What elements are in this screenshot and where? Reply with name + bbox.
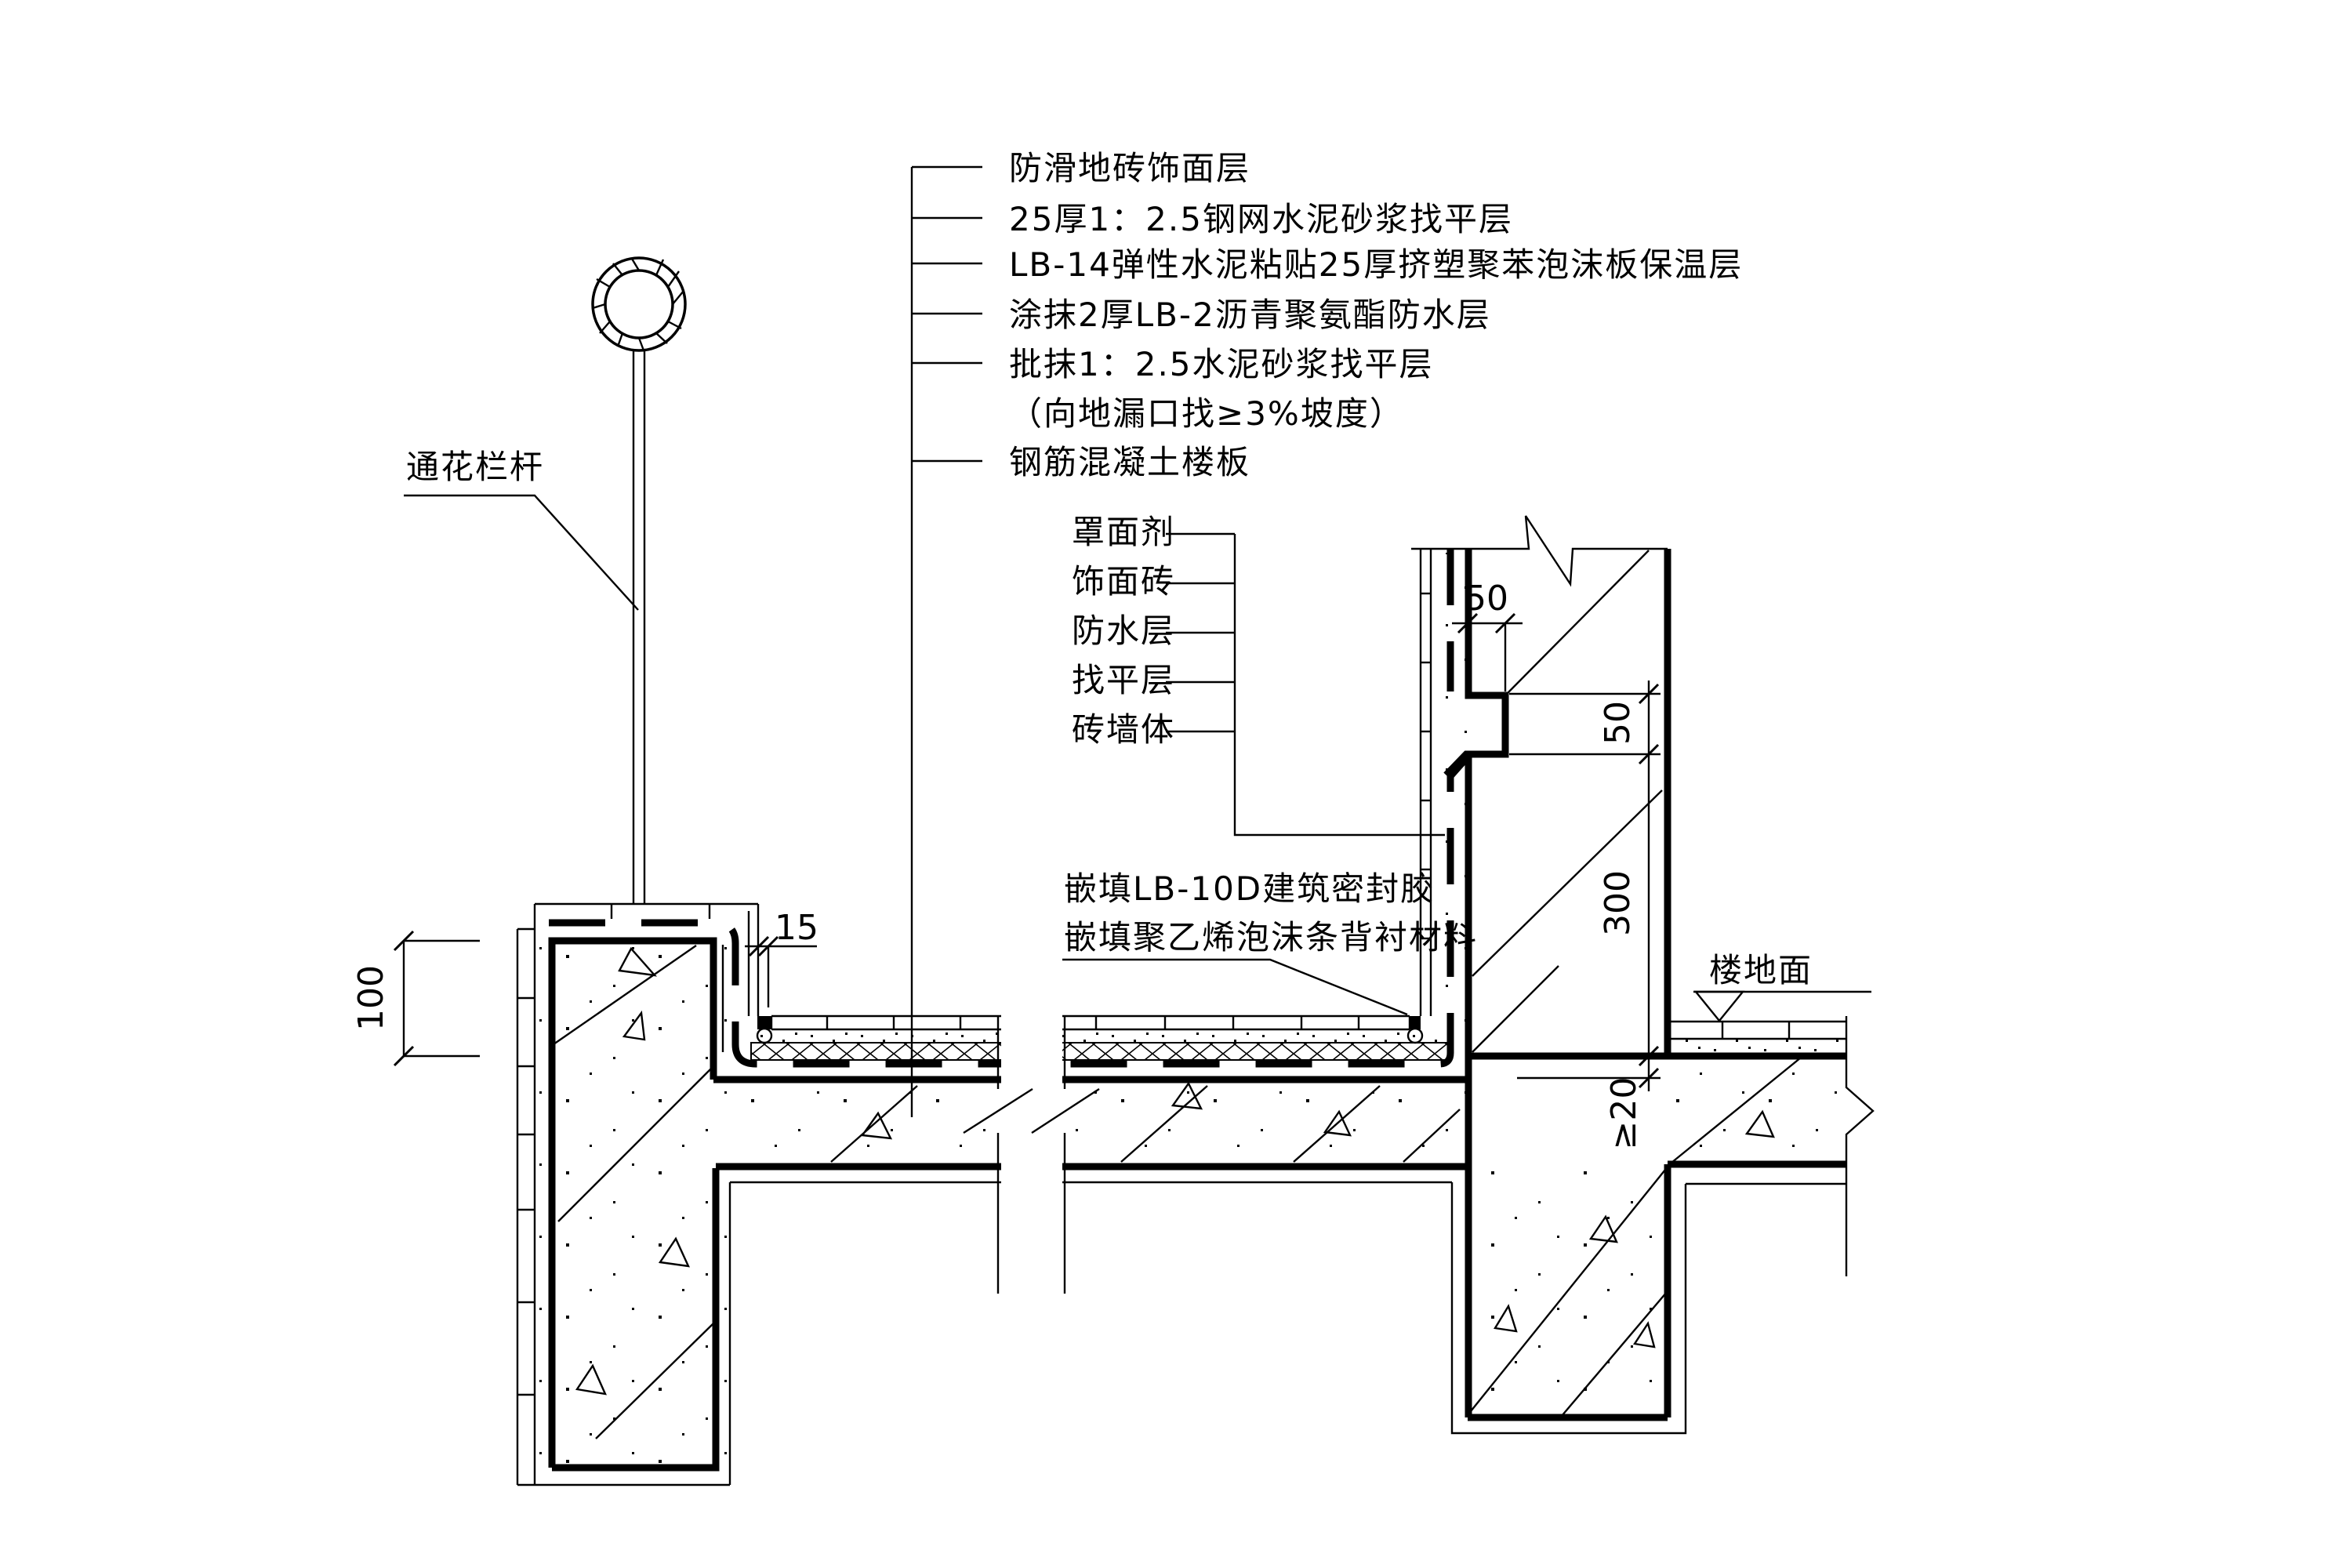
parapet-hatch-diagonals <box>553 945 714 1439</box>
callout-screed-mesh: 25厚1：2.5钢网水泥砂浆找平层 <box>1009 200 1513 238</box>
railing-label: 通花栏杆 <box>406 448 544 486</box>
balcony-floor-assembly <box>549 549 1471 1184</box>
railing-callout-leader <box>404 494 639 611</box>
dim-50-depth-label: 50 <box>1465 579 1508 619</box>
indoor-mortar-texture <box>1669 1040 1845 1054</box>
callout-leveling: 批抹1：2.5水泥砂浆找平层 <box>1009 345 1434 383</box>
sealant-bead-right <box>1410 1016 1421 1029</box>
wall-finish-layers <box>1419 549 1432 1016</box>
callout-waterproofing: 涂抹2厚LB-2沥青聚氨酯防水层 <box>1009 296 1491 334</box>
indoor-slab-texture <box>1670 1060 1844 1160</box>
floor-tile-band <box>770 1014 1411 1031</box>
beam-structural-outline <box>1468 1164 1671 1421</box>
callout-brick-wall: 砖墙体 <box>1072 710 1175 749</box>
indoor-slab-break <box>1845 1016 1875 1276</box>
dim-joint-gap: 15 <box>745 908 818 1007</box>
backer-rod-right <box>1406 1027 1424 1044</box>
level-symbol-triangle <box>1693 990 1745 1022</box>
downstand-beam <box>1450 1164 1687 1435</box>
parapet-aggregate-triangles <box>575 946 691 1396</box>
brick-veneer-strip <box>516 904 536 1485</box>
curb-cap-outline <box>535 902 760 1052</box>
slab-double-break <box>963 1016 1100 1294</box>
sealant-joint-left <box>756 1016 773 1044</box>
callout-railing: 通花栏杆 <box>404 448 639 611</box>
callout-sealant: 嵌填LB-10D建筑密封胶 <box>1064 869 1435 908</box>
callout-rc-slab: 钢筋混凝土楼板 <box>1009 443 1250 481</box>
parapet-structural-outline <box>548 937 720 1472</box>
right-wall <box>1411 515 1671 1417</box>
slab-concrete-texture <box>717 1084 1466 1163</box>
beam-aggregate-triangles <box>1494 1214 1656 1348</box>
indoor-floor: 楼地面 <box>1470 951 1871 1185</box>
indoor-tile-band <box>1668 1020 1846 1040</box>
dim-chain-wall: 50 300 ≥20 <box>1509 681 1661 1149</box>
dim-100-label: 100 <box>351 965 391 1031</box>
membrane-notch-tuck <box>1443 750 1472 780</box>
mid-break-mask <box>1001 1011 1062 1298</box>
parapet-plaster-outline <box>517 1182 731 1486</box>
callout-wp-layer: 防水层 <box>1072 612 1175 650</box>
right-break-mask <box>1847 1011 1902 1282</box>
callout-block-joint: 嵌填LB-10D建筑密封胶 嵌填聚乙烯泡沫条背衬材料 <box>1062 869 1478 1016</box>
beam-hatch-diagonals <box>1470 1169 1668 1417</box>
dim-300-label: 300 <box>1598 870 1638 936</box>
dim-15-label: 15 <box>775 908 818 948</box>
dim-curb-height: 100 <box>351 930 480 1067</box>
callout-slope-note: （向地漏口找≥3%坡度） <box>1009 394 1404 433</box>
left-parapet-structure <box>516 902 760 1486</box>
sealant-bead-left <box>757 1016 771 1029</box>
handrail-tube-inner <box>604 269 674 339</box>
joint-callout-leader <box>1062 958 1408 1016</box>
dim-geq20-label: ≥20 <box>1604 1077 1644 1150</box>
wall-hatch-diagonals <box>1472 550 1663 1053</box>
indoor-slab-diagonal <box>1671 1057 1802 1163</box>
callout-face-brick: 饰面砖 <box>1072 562 1175 601</box>
callout-level-layer: 找平层 <box>1072 661 1175 699</box>
callout-tile-finish: 防滑地砖饰面层 <box>1009 149 1250 187</box>
dim-notch-depth: 50 <box>1452 579 1523 691</box>
slab-hatch-diagonals <box>830 1085 1461 1163</box>
backer-rod-left <box>756 1027 773 1044</box>
insulation-board-hatch <box>750 1042 1449 1061</box>
handrail-ring-hatch <box>592 258 684 351</box>
indoor-aggregate-triangle <box>1744 1109 1775 1138</box>
slab-aggregate-triangles <box>860 1081 1352 1140</box>
beam-plaster-outline <box>1450 1182 1687 1435</box>
wall-top-break-line <box>1411 515 1668 587</box>
callout-block-wall-layers: 罩面剂 饰面砖 防水层 找平层 砖墙体 <box>1072 513 1445 837</box>
wall-render-texture <box>1432 553 1467 1051</box>
sealant-joint-right <box>1406 1016 1424 1044</box>
waterproof-membrane-dashed <box>549 754 1471 1068</box>
callout-coating: 罩面剂 <box>1072 513 1175 551</box>
mortar-bed-texture <box>753 1030 1446 1042</box>
handrail-tube-outer <box>591 256 687 352</box>
wall-callout-leaders <box>1166 532 1445 837</box>
wall-left-face-with-notch <box>1465 549 1509 1417</box>
floor-level-label: 楼地面 <box>1709 951 1813 989</box>
callout-backer-rod: 嵌填聚乙烯泡沫条背衬材料 <box>1064 918 1478 956</box>
callout-insulation: LB-14弹性水泥粘贴25厚挤塑聚苯泡沫板保温层 <box>1009 245 1743 284</box>
callout-tick-lines <box>912 165 982 463</box>
railing <box>591 256 687 904</box>
callout-block-floor-layers: 防滑地砖饰面层 25厚1：2.5钢网水泥砂浆找平层 LB-14弹性水泥粘贴25厚… <box>910 149 1743 1117</box>
dim-50-height-label: 50 <box>1598 701 1638 745</box>
